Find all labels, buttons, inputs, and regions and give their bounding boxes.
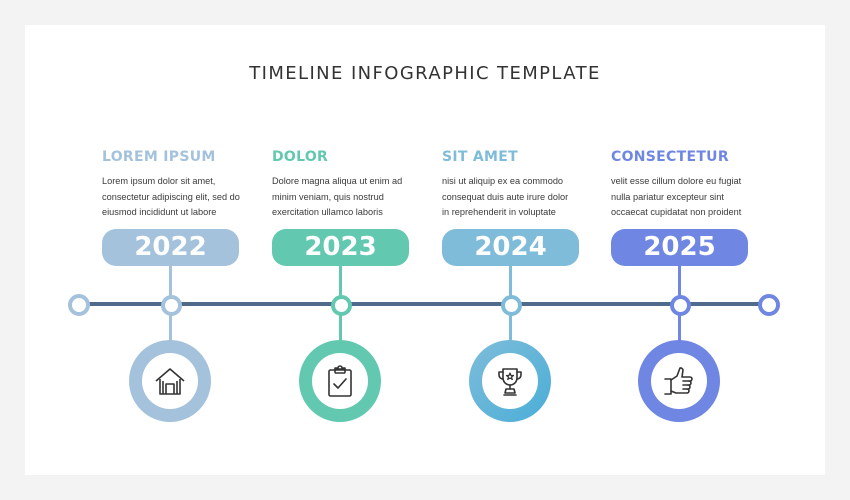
- milestone-heading: LOREM IPSUM: [102, 149, 216, 165]
- timeline-node: [670, 295, 691, 316]
- house-icon: [155, 368, 185, 395]
- milestone-heading: CONSECTETUR: [611, 149, 729, 165]
- timeline-node: [331, 295, 352, 316]
- clipboard-check-icon: [328, 365, 352, 397]
- thumbs-up-icon: [664, 367, 693, 395]
- milestone-body-line: exercitation ullamco laboris: [272, 207, 383, 217]
- year-badge: 2023: [272, 229, 409, 266]
- timeline-line: [79, 302, 769, 306]
- timeline-end-node: [758, 294, 780, 316]
- milestone-text-4: CONSECTETUR velit esse cillum dolore eu …: [611, 148, 776, 221]
- icon-ring: [299, 340, 381, 422]
- timeline-node: [501, 295, 522, 316]
- year-badge: 2022: [102, 229, 239, 266]
- year-badge: 2025: [611, 229, 748, 266]
- milestone-text-2: DOLOR Dolore magna aliqua ut enim ad min…: [272, 148, 437, 221]
- milestone-text-3: SIT AMET nisi ut aliquip ex ea commodo c…: [442, 148, 607, 221]
- page-title: TIMELINE INFOGRAPHIC TEMPLATE: [249, 63, 601, 84]
- icon-ring: [129, 340, 211, 422]
- milestone-heading: DOLOR: [272, 149, 329, 165]
- milestone-body-line: Dolore magna aliqua ut enim ad: [272, 176, 403, 186]
- milestone-body-line: eiusmod incididunt ut labore: [102, 207, 217, 217]
- milestone-body-line: consequat duis aute irure dolor: [442, 191, 569, 202]
- year-badge: 2024: [442, 229, 579, 266]
- timeline-node: [161, 295, 182, 316]
- timeline-start-node: [68, 294, 90, 316]
- icon-ring: [638, 340, 720, 422]
- milestone-text-1: LOREM IPSUM Lorem ipsum dolor sit amet, …: [102, 148, 267, 221]
- icon-ring: [469, 340, 551, 422]
- milestone-body-line: consectetur adipiscing elit, sed do: [102, 191, 240, 202]
- milestone-body-line: occaecat cupidatat non proident: [611, 207, 742, 217]
- milestone-body-line: nulla pariatur excepteur sint: [611, 191, 724, 202]
- milestone-body-line: minim veniam, quis nostrud: [272, 191, 384, 202]
- milestone-heading: SIT AMET: [442, 149, 518, 165]
- milestone-body-line: velit esse cillum dolore eu fugiat: [611, 176, 742, 186]
- trophy-icon: [498, 368, 522, 396]
- milestone-body-line: Lorem ipsum dolor sit amet,: [102, 176, 216, 186]
- milestone-body-line: in reprehenderit in voluptate: [442, 207, 556, 217]
- milestone-body-line: nisi ut aliquip ex ea commodo: [442, 176, 564, 186]
